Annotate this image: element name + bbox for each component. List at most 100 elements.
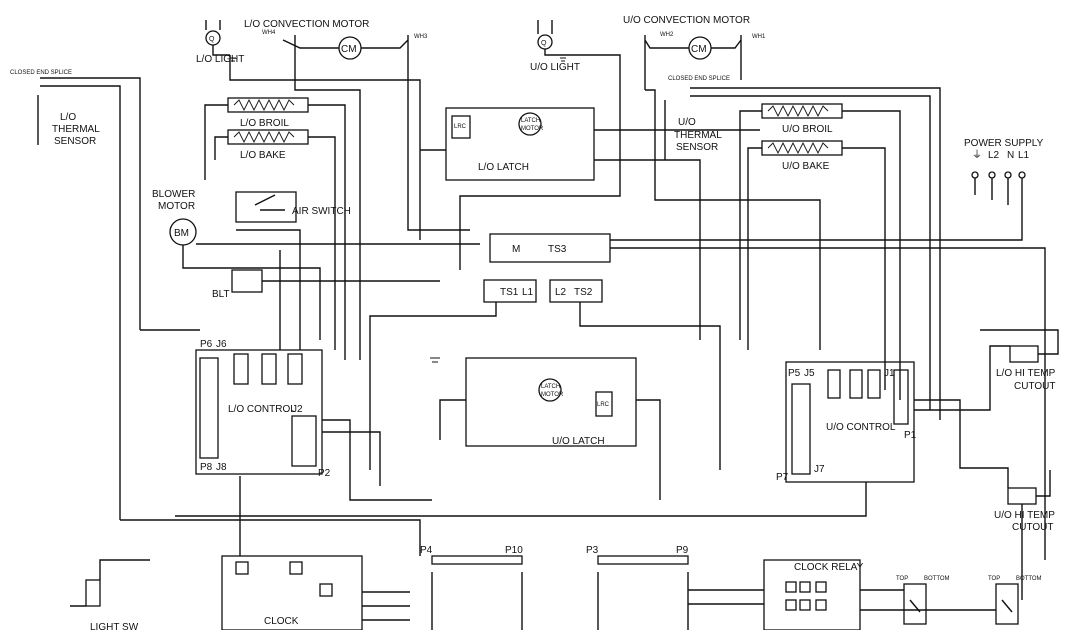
svg-text:U/O BAKE: U/O BAKE <box>782 161 830 172</box>
connector-p3-p9: P3 P9 <box>586 545 689 630</box>
svg-text:CLOSED END SPLICE: CLOSED END SPLICE <box>10 70 72 76</box>
svg-text:L/O HI TEMP: L/O HI TEMP <box>996 368 1056 379</box>
svg-text:CM: CM <box>691 44 707 55</box>
svg-text:CUTOUT: CUTOUT <box>1012 522 1053 533</box>
svg-text:WH3: WH3 <box>414 34 428 40</box>
svg-text:MOTOR: MOTOR <box>541 392 564 398</box>
lo-light-group: Q L/O LIGHT <box>196 20 244 65</box>
svg-text:P3: P3 <box>586 545 599 556</box>
svg-text:U/O CONTROL: U/O CONTROL <box>826 422 896 433</box>
svg-text:TOP: TOP <box>988 576 1000 582</box>
svg-text:CUTOUT: CUTOUT <box>1014 381 1055 392</box>
svg-text:LRC: LRC <box>454 124 467 130</box>
svg-text:TOP: TOP <box>896 576 908 582</box>
svg-text:U/O HI TEMP: U/O HI TEMP <box>994 510 1055 521</box>
svg-text:Q: Q <box>541 40 547 47</box>
svg-text:SENSOR: SENSOR <box>54 136 96 147</box>
wiring-harness <box>70 54 1059 621</box>
svg-text:P10: P10 <box>505 545 523 556</box>
door-switch-2: TOP BOTTOM <box>988 576 1042 625</box>
svg-text:⏚: ⏚ <box>972 149 982 161</box>
door-switch-1: TOP BOTTOM <box>896 576 950 625</box>
clock-relay: CLOCK RELAY <box>763 559 864 630</box>
air-switch: AIR SWITCH <box>235 191 351 223</box>
lo-hi-temp-cutout: L/O HI TEMP CUTOUT <box>996 345 1056 392</box>
svg-text:AIR SWITCH: AIR SWITCH <box>292 206 351 217</box>
ground-symbols <box>230 57 566 363</box>
svg-text:J1: J1 <box>884 368 895 379</box>
svg-text:LIGHT SW: LIGHT SW <box>90 622 139 630</box>
svg-text:THERMAL: THERMAL <box>52 124 100 135</box>
svg-text:P4: P4 <box>420 545 433 556</box>
uo-hi-temp-cutout: U/O HI TEMP CUTOUT <box>994 487 1055 533</box>
svg-text:MOTOR: MOTOR <box>158 201 195 212</box>
svg-text:CLOCK RELAY: CLOCK RELAY <box>794 562 864 573</box>
lo-thermal-sensor: CLOSED END SPLICE L/O THERMAL SENSOR <box>10 70 100 147</box>
uo-latch: LATCH MOTOR LRC U/O LATCH <box>465 357 637 447</box>
svg-text:L/O: L/O <box>60 112 76 123</box>
power-supply: POWER SUPPLY ⏚ L2 N L1 <box>600 138 1044 241</box>
svg-text:U/O LATCH: U/O LATCH <box>552 436 605 447</box>
svg-text:L/O CONTROL: L/O CONTROL <box>228 404 296 415</box>
svg-text:J6: J6 <box>216 339 227 350</box>
uo-light-group: Q U/O LIGHT <box>530 20 580 73</box>
lo-control: P6 J6 L/O CONTROL J2 P2 P8 J8 <box>195 339 331 479</box>
svg-text:U/O: U/O <box>678 117 696 128</box>
svg-text:SENSOR: SENSOR <box>676 142 718 153</box>
svg-text:U/O BROIL: U/O BROIL <box>782 124 833 135</box>
svg-text:P8: P8 <box>200 462 213 473</box>
light-switch: LIGHT SW <box>85 579 139 630</box>
svg-text:WH1: WH1 <box>752 34 766 40</box>
uo-convection-motor-label: U/O CONVECTION MOTOR <box>623 15 750 26</box>
lo-broil-element: L/O BROIL <box>227 97 309 129</box>
svg-text:BM: BM <box>174 228 189 239</box>
svg-text:WH4: WH4 <box>262 30 276 36</box>
svg-text:LATCH: LATCH <box>541 384 560 390</box>
lo-convection-motor-label: L/O CONVECTION MOTOR <box>244 19 369 30</box>
blt: BLT <box>212 269 263 300</box>
uo-light-label: U/O LIGHT <box>530 62 580 73</box>
svg-text:L/O BAKE: L/O BAKE <box>240 150 286 161</box>
svg-text:P7: P7 <box>776 472 789 483</box>
thermal-switch-block: M TS3 TS1 L1 L2 TS2 <box>483 233 611 303</box>
lo-convection-motor: L/O CONVECTION MOTOR CM WH4 WH3 <box>244 19 428 60</box>
svg-text:L2: L2 <box>988 150 1000 161</box>
svg-text:L2: L2 <box>555 287 567 298</box>
svg-text:TS3: TS3 <box>548 244 567 255</box>
svg-text:P6: P6 <box>200 339 213 350</box>
svg-text:TS1: TS1 <box>500 287 519 298</box>
svg-text:TS2: TS2 <box>574 287 593 298</box>
uo-broil-element: U/O BROIL <box>761 103 843 135</box>
svg-text:CLOSED END SPLICE: CLOSED END SPLICE <box>668 76 730 82</box>
svg-text:J8: J8 <box>216 462 227 473</box>
clock: CLOCK <box>221 555 363 630</box>
svg-text:BLOWER: BLOWER <box>152 189 195 200</box>
svg-text:L1: L1 <box>1018 150 1030 161</box>
uo-control: P5 J5 J1 U/O CONTROL P1 J7 P7 <box>776 361 917 483</box>
svg-text:CM: CM <box>341 44 357 55</box>
svg-text:P9: P9 <box>676 545 689 556</box>
svg-text:P1: P1 <box>904 430 917 441</box>
svg-text:P2: P2 <box>318 468 331 479</box>
svg-text:POWER SUPPLY: POWER SUPPLY <box>964 138 1044 149</box>
svg-text:J7: J7 <box>814 464 825 475</box>
svg-text:L1: L1 <box>522 287 534 298</box>
svg-text:J2: J2 <box>292 404 303 415</box>
connector-p4-p10: P4 P10 <box>420 545 523 630</box>
uo-convection-motor: U/O CONVECTION MOTOR CM WH2 WH1 <box>623 15 766 90</box>
svg-text:M: M <box>512 244 520 255</box>
svg-text:LRC: LRC <box>597 402 610 408</box>
blower-motor: BLOWER MOTOR BM <box>152 189 480 269</box>
lo-bake-element: L/O BAKE <box>227 129 309 161</box>
svg-text:N: N <box>1007 150 1014 161</box>
svg-text:L/O LATCH: L/O LATCH <box>478 162 529 173</box>
uo-bake-element: U/O BAKE <box>761 140 843 172</box>
svg-text:CLOCK: CLOCK <box>264 616 299 627</box>
svg-text:BOTTOM: BOTTOM <box>924 576 950 582</box>
svg-text:LATCH: LATCH <box>521 118 540 124</box>
svg-text:THERMAL: THERMAL <box>674 130 722 141</box>
svg-text:MOTOR: MOTOR <box>521 126 544 132</box>
svg-text:Q: Q <box>209 36 215 43</box>
svg-text:J5: J5 <box>804 368 815 379</box>
